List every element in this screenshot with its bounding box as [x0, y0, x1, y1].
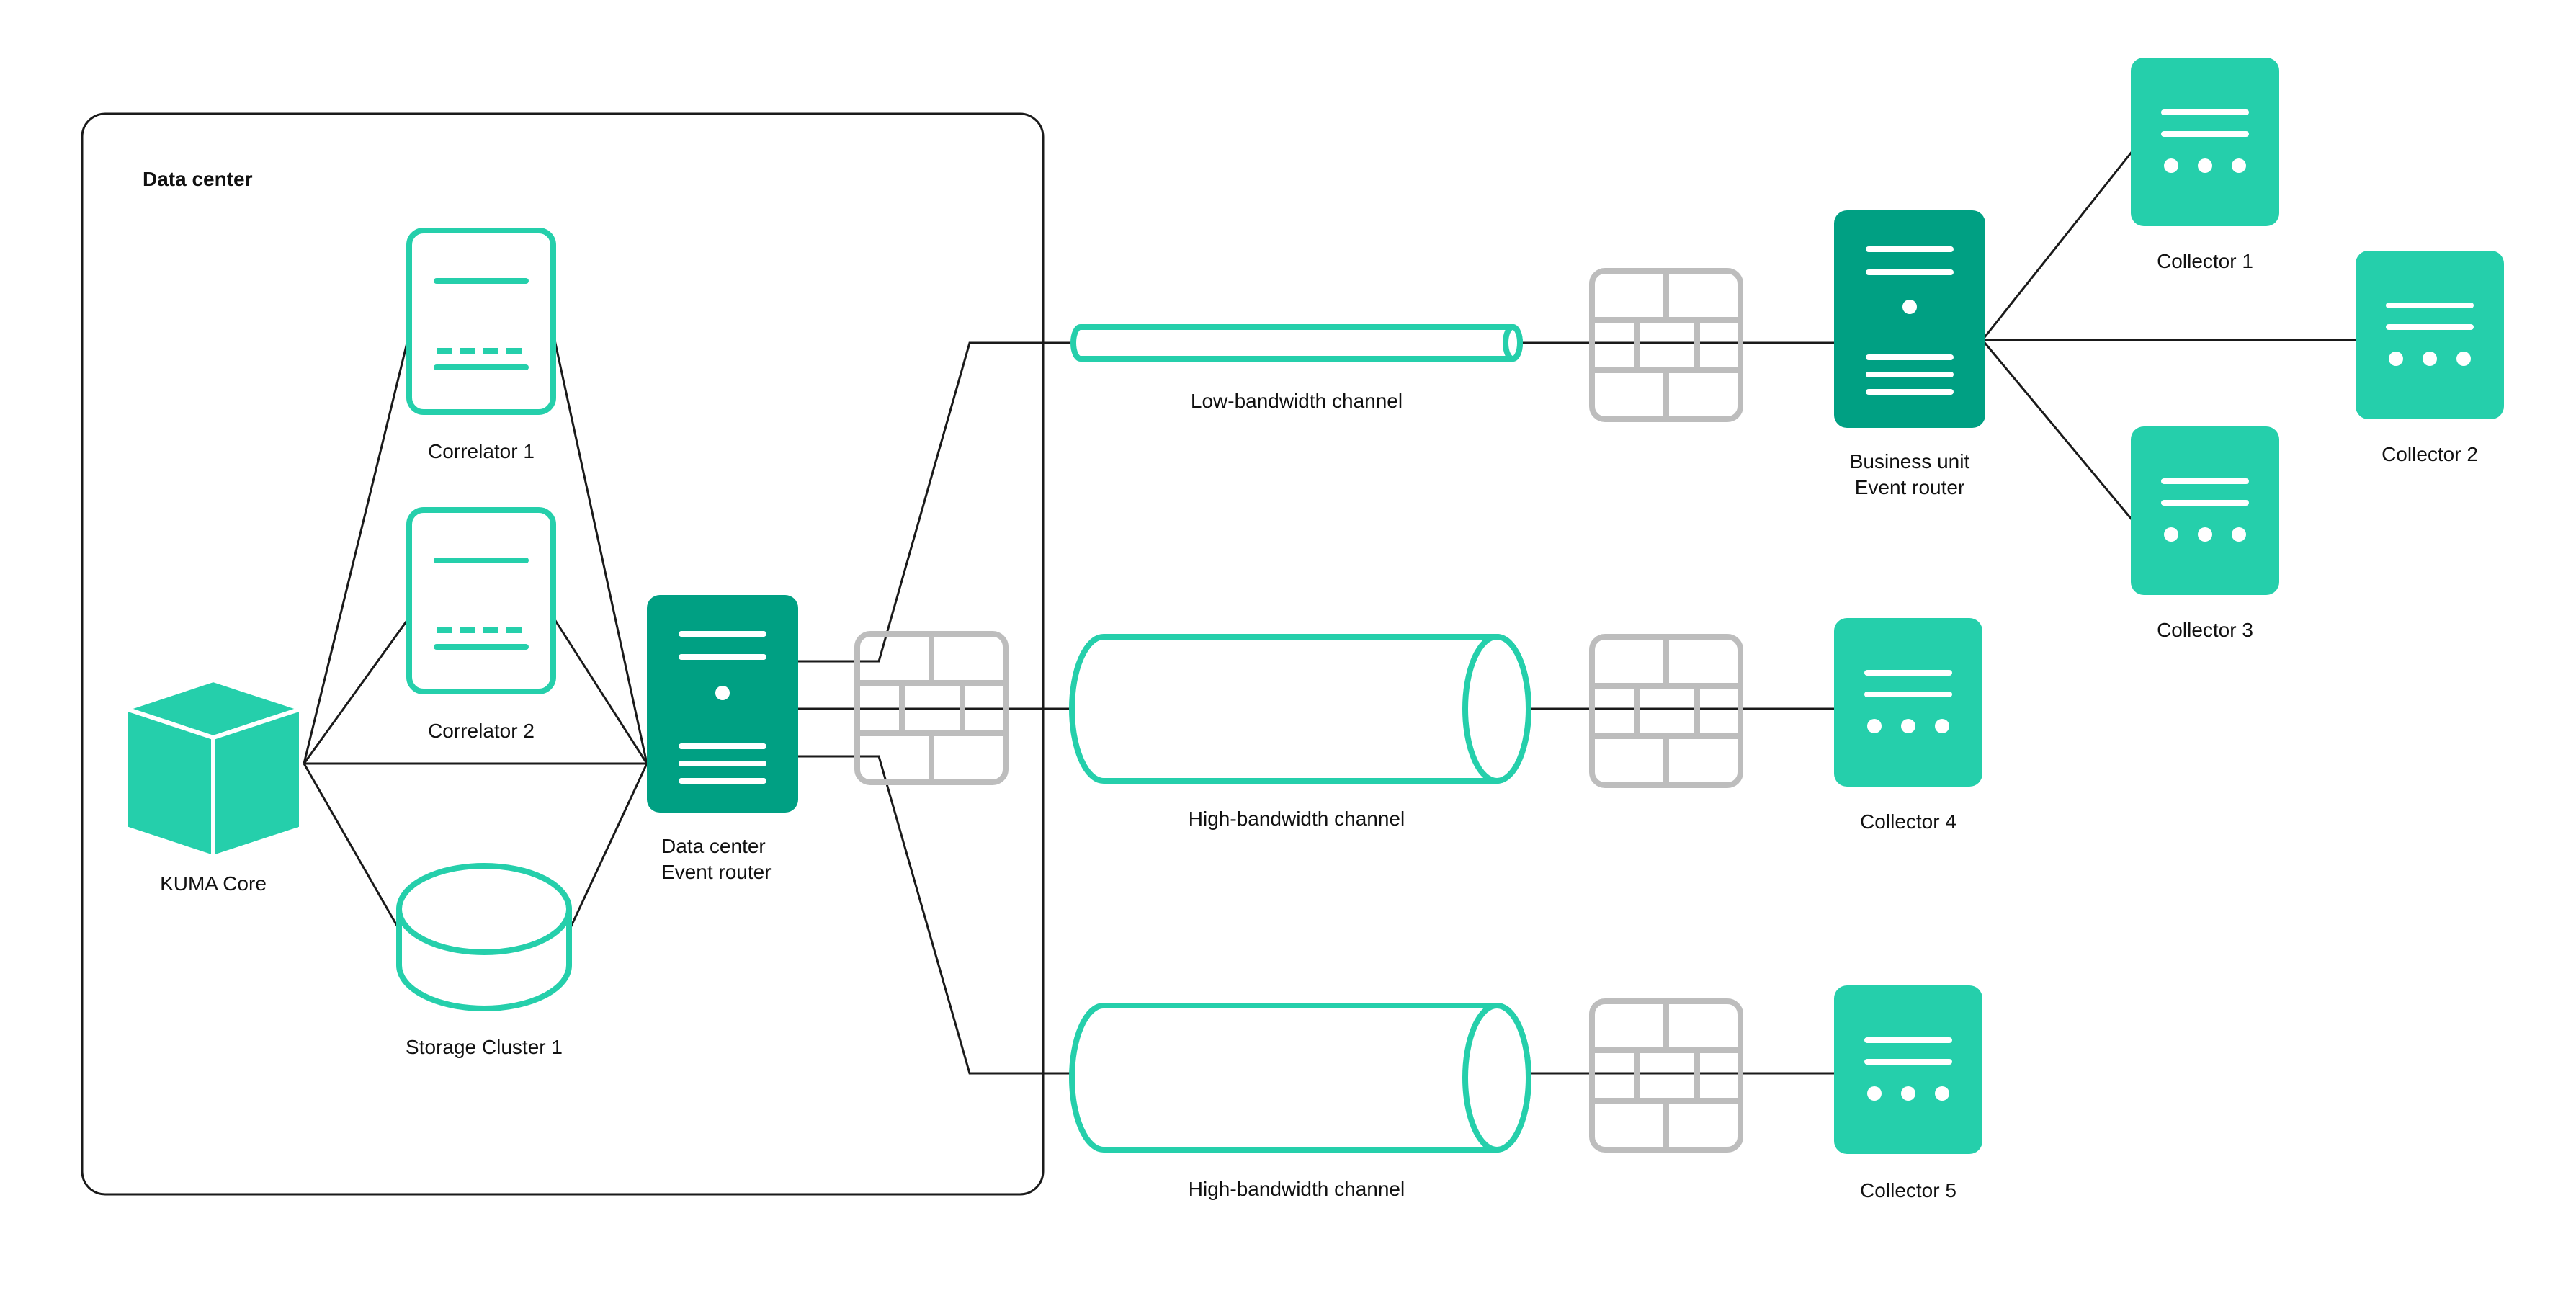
- correlator-server-icon: [406, 507, 556, 694]
- storage-cluster-label: Storage Cluster 1: [406, 1036, 563, 1058]
- data-center-zone: Data center: [81, 112, 1045, 1196]
- high-bandwidth-channel-1: High-bandwidth channel: [1069, 634, 1531, 830]
- collector-4-node[interactable]: Collector 4: [1834, 618, 1982, 833]
- database-cylinder-icon: [396, 863, 572, 1011]
- collector-server-icon: [2356, 251, 2504, 419]
- pipe-channel-icon: [1069, 634, 1531, 784]
- firewall-brick-icon: [1589, 634, 1743, 788]
- data-center-title: Data center: [143, 168, 253, 190]
- collector-3-label: Collector 3: [2157, 619, 2253, 641]
- correlator-server-icon: [406, 228, 556, 415]
- high-bandwidth-channel-2-label: High-bandwidth channel: [1189, 1178, 1405, 1200]
- firewall-collector-4: [1589, 634, 1743, 788]
- collector-5-node[interactable]: Collector 5: [1834, 985, 1982, 1202]
- link-bu-router-collector3: [1981, 339, 2134, 521]
- pipe-channel-icon: [1069, 1003, 1531, 1153]
- firewall-brick-icon: [1589, 268, 1743, 422]
- dc-event-router-node[interactable]: Data center Event router: [647, 595, 798, 883]
- firewall-brick-icon: [854, 631, 1009, 785]
- high-bandwidth-channel-2: High-bandwidth channel: [1069, 1003, 1531, 1200]
- data-center-border: [81, 112, 1045, 1196]
- link-core-correlator1: [303, 339, 409, 764]
- cube-icon: [124, 678, 303, 859]
- bu-event-router-label-line1: Business unit: [1850, 450, 1970, 473]
- low-bandwidth-channel-label: Low-bandwidth channel: [1191, 390, 1403, 412]
- collector-1-node[interactable]: Collector 1: [2131, 58, 2279, 272]
- bu-event-router-node[interactable]: Business unit Event router: [1834, 210, 1985, 498]
- link-storage-dc-router: [568, 763, 648, 931]
- high-bandwidth-channel-1-label: High-bandwidth channel: [1189, 807, 1405, 830]
- collector-server-icon: [1834, 618, 1982, 787]
- collector-2-label: Collector 2: [2382, 443, 2478, 465]
- collector-1-label: Collector 1: [2157, 250, 2253, 272]
- storage-cluster-node[interactable]: Storage Cluster 1: [396, 863, 572, 1058]
- collector-server-icon: [2131, 58, 2279, 226]
- pipe-channel-icon: [1070, 324, 1523, 362]
- bu-event-router-label-line2: Event router: [1855, 476, 1965, 498]
- link-correlator1-dc-router: [553, 339, 648, 764]
- collector-5-label: Collector 5: [1860, 1179, 1956, 1202]
- kuma-core-label: KUMA Core: [160, 872, 267, 895]
- collector-2-node[interactable]: Collector 2: [2356, 251, 2504, 465]
- low-bandwidth-channel: Low-bandwidth channel: [1070, 324, 1523, 412]
- firewall-collector-5: [1589, 998, 1743, 1153]
- dc-event-router-label-line2: Event router: [661, 861, 772, 883]
- kuma-core-node[interactable]: KUMA Core: [124, 678, 303, 895]
- firewall-brick-icon: [1589, 998, 1743, 1153]
- server-tower-icon: [1834, 210, 1985, 428]
- collector-4-label: Collector 4: [1860, 810, 1956, 833]
- collector-server-icon: [1834, 985, 1982, 1154]
- dc-event-router-label-line1: Data center: [661, 835, 766, 857]
- server-tower-icon: [647, 595, 798, 813]
- collector-server-icon: [2131, 426, 2279, 595]
- link-bu-router-collector1: [1981, 151, 2134, 341]
- link-correlator2-dc-router: [553, 619, 648, 764]
- link-core-storage: [303, 763, 401, 931]
- firewall-dc: [854, 631, 1009, 785]
- correlator-2-label: Correlator 2: [428, 720, 535, 742]
- connection-lines: [303, 151, 2356, 1075]
- firewall-bu: [1589, 268, 1743, 422]
- correlator-2-node[interactable]: Correlator 2: [406, 507, 556, 742]
- correlator-1-label: Correlator 1: [428, 440, 535, 462]
- link-core-correlator2: [303, 619, 409, 764]
- correlator-1-node[interactable]: Correlator 1: [406, 228, 556, 462]
- collector-3-node[interactable]: Collector 3: [2131, 426, 2279, 641]
